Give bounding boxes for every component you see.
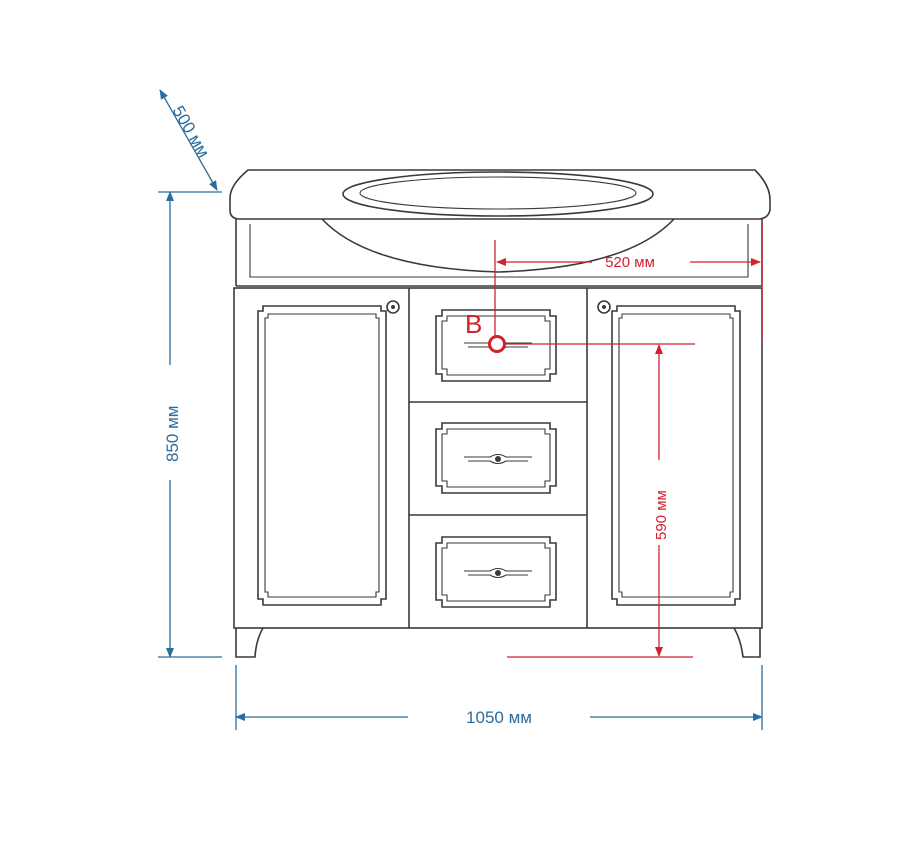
outlet-marker-label: B: [465, 309, 482, 339]
left-door-knob: [386, 300, 400, 314]
basin-bowl: [321, 218, 675, 273]
left-door: [257, 300, 400, 606]
drawer-3: [435, 536, 557, 608]
countertop: [229, 169, 771, 220]
width-label: 1050 мм: [466, 708, 532, 727]
shelf-opening: [235, 219, 763, 287]
outlet-marker-icon: [488, 335, 506, 353]
outlet-height-label: 590 мм: [653, 490, 670, 540]
offset-label: 520 мм: [605, 254, 655, 271]
height-label: 850 мм: [163, 406, 182, 462]
right-leg: [733, 627, 761, 658]
basin-rim: [342, 171, 654, 217]
drawer-2-handle: [464, 453, 532, 465]
shelf-inner: [249, 224, 749, 278]
right-door: [597, 300, 741, 606]
left-leg: [235, 627, 264, 658]
right-door-knob: [597, 300, 611, 314]
depth-arrow: [159, 89, 218, 191]
drawer-3-handle: [464, 567, 532, 579]
cabinet-outline: [229, 169, 771, 658]
basin-inner: [359, 176, 637, 210]
blue-dimensions: 500 мм 850 мм 1050 мм: [158, 89, 763, 730]
drawer-2: [435, 422, 557, 494]
depth-label: 500 мм: [169, 103, 214, 161]
red-dimensions: 520 мм 590 мм B: [465, 222, 763, 658]
cabinet-body: [233, 287, 763, 629]
